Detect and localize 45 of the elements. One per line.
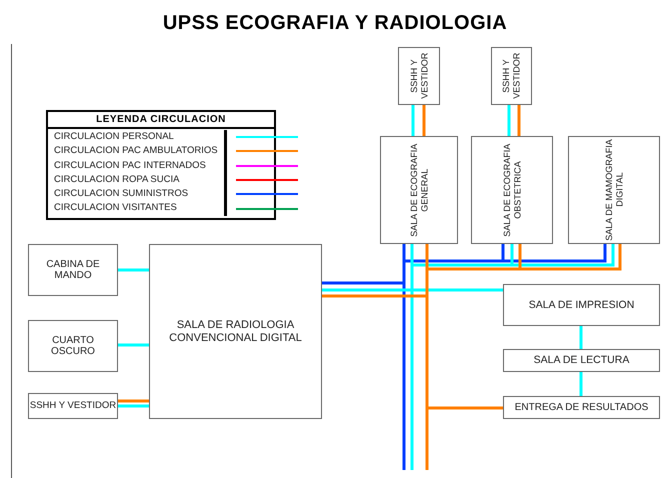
circulation-line xyxy=(118,268,149,272)
room-name: SALA DE IMPRESION xyxy=(528,298,634,312)
circulation-line xyxy=(518,105,520,136)
circulation-line xyxy=(412,105,414,136)
legend-label: CIRCULACION VISITANTES xyxy=(48,201,227,216)
room-name: SSHH Y VESTIDOR xyxy=(408,52,430,102)
circulation-line xyxy=(118,344,149,346)
room-name: SALA DE LECTURA xyxy=(534,354,630,367)
legend-label: CIRCULACION PERSONAL xyxy=(48,130,227,144)
legend-label: CIRCULACION PAC INTERNADOS xyxy=(48,158,227,173)
room-box xyxy=(28,320,118,372)
circulation-line xyxy=(118,404,149,408)
room-box xyxy=(380,136,458,244)
room-box xyxy=(503,396,660,419)
room-box xyxy=(568,136,660,244)
circulation-line xyxy=(422,105,426,136)
room-name: CABINA DE MANDO xyxy=(45,258,101,282)
room-name: SALA DE RADIOLOGIA CONVENCIONAL DIGITAL xyxy=(168,318,303,344)
circulation-line xyxy=(580,326,582,349)
circulation-line xyxy=(118,400,149,402)
legend-label: CIRCULACION SUMINISTROS xyxy=(48,187,227,202)
room-box xyxy=(149,244,322,419)
circulation-line xyxy=(426,406,503,470)
room-name: SALA DE MAMOGRAFIA DIGITAL xyxy=(604,139,624,241)
room-name: CUARTO OSCURO xyxy=(50,334,96,358)
diagram-title: UPSS ECOGRAFIA Y RADIOLOGIA xyxy=(162,12,508,35)
room-name: SSHH Y VESTIDOR xyxy=(501,52,522,102)
legend-label: CIRCULACION ROPA SUCIA xyxy=(48,172,227,188)
room-box xyxy=(491,47,532,105)
circulation-line xyxy=(322,288,503,292)
legend-label: CIRCULACION PAC AMBULATORIOS xyxy=(48,144,227,159)
room-box xyxy=(398,47,440,105)
room-box xyxy=(503,284,660,326)
room-name: SALA DE ECOGRAFIA OBSTETRICA xyxy=(502,142,522,239)
room-box xyxy=(28,393,118,419)
room-name: ENTREGA DE RESULTADOS xyxy=(514,402,648,414)
room-box xyxy=(503,349,660,372)
room-box xyxy=(28,244,118,296)
circulation-line xyxy=(580,372,582,396)
circulation-line xyxy=(508,105,510,136)
room-name: SSHH Y VESTIDOR xyxy=(30,400,116,412)
room-name: SALA DE ECOGRAFIA GENERAL xyxy=(408,142,430,239)
legend-heading: LEYENDA CIRCULACION xyxy=(48,112,274,129)
room-box xyxy=(471,136,553,244)
circulation-line xyxy=(322,282,406,470)
